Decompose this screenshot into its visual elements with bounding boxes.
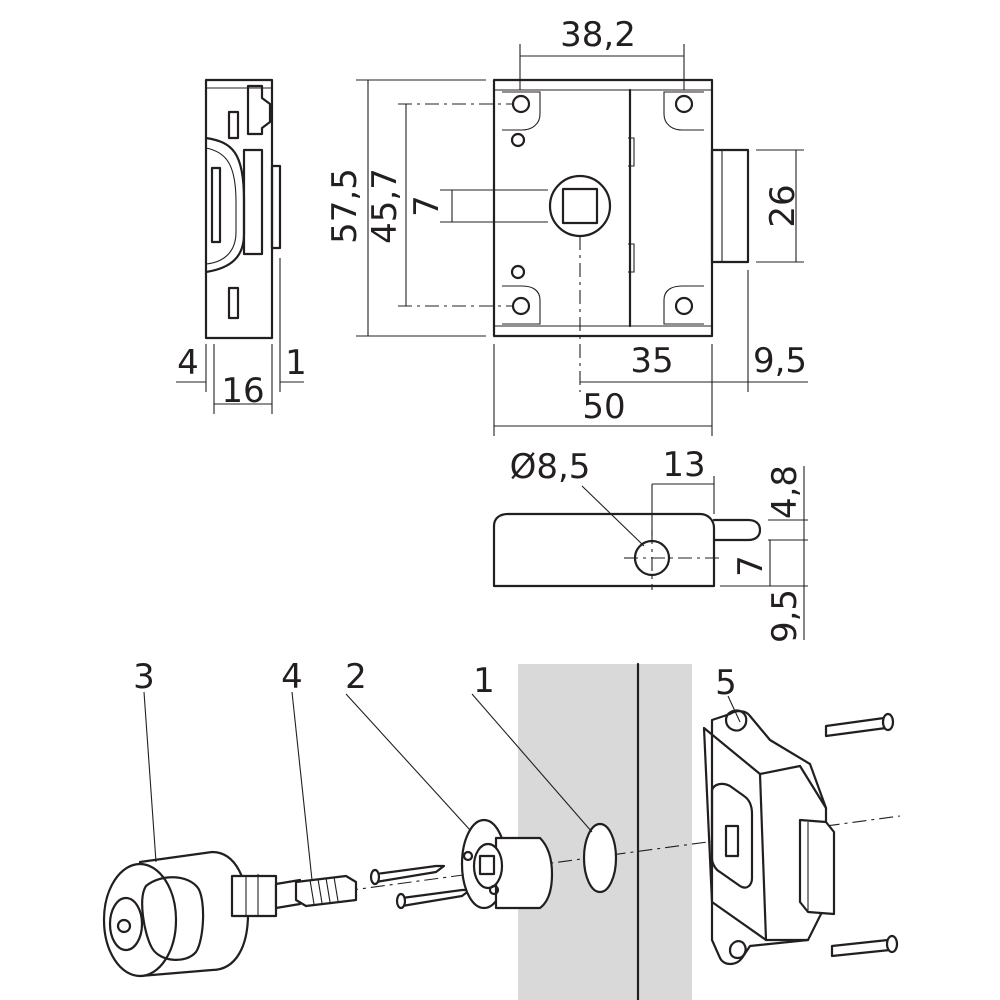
dim-hole-to-base: 9,5 (765, 589, 805, 643)
dim-hole-diameter: Ø8,5 (510, 447, 591, 487)
dim-side-left: 4 (177, 343, 199, 383)
side-view (176, 78, 304, 414)
dim-side-width: 16 (221, 371, 264, 411)
cylinder-part (102, 850, 278, 978)
dim-bolt-thickness: 4,8 (765, 465, 805, 519)
cam-part (274, 874, 358, 910)
label-part-3: 3 (133, 657, 155, 697)
label-part-1: 1 (473, 661, 495, 701)
dim-height-overall: 57,5 (325, 168, 365, 244)
lock-body-part (702, 709, 836, 966)
dim-backset: 35 (630, 341, 673, 381)
dim-key-square: 7 (407, 195, 447, 217)
leader-lines (143, 691, 741, 881)
dim-body-width: 50 (582, 387, 625, 427)
dim-side-right: 1 (285, 343, 307, 383)
dim-height-inner: 45,7 (365, 168, 405, 244)
label-part-5: 5 (715, 663, 737, 703)
dim-bolt-throw: 9,5 (753, 341, 807, 381)
front-view (356, 44, 808, 436)
hole-disc-part (582, 822, 618, 894)
dim-bolt-height: 26 (763, 184, 803, 227)
screws (369, 712, 899, 958)
label-part-2: 2 (345, 657, 367, 697)
rosette-part (460, 818, 554, 910)
label-part-4: 4 (281, 657, 303, 697)
dim-hole-to-bolt: 7 (731, 555, 771, 577)
dim-hole-offset: 13 (662, 445, 705, 485)
dim-top-width: 38,2 (560, 15, 636, 55)
bottom-view (492, 466, 808, 640)
